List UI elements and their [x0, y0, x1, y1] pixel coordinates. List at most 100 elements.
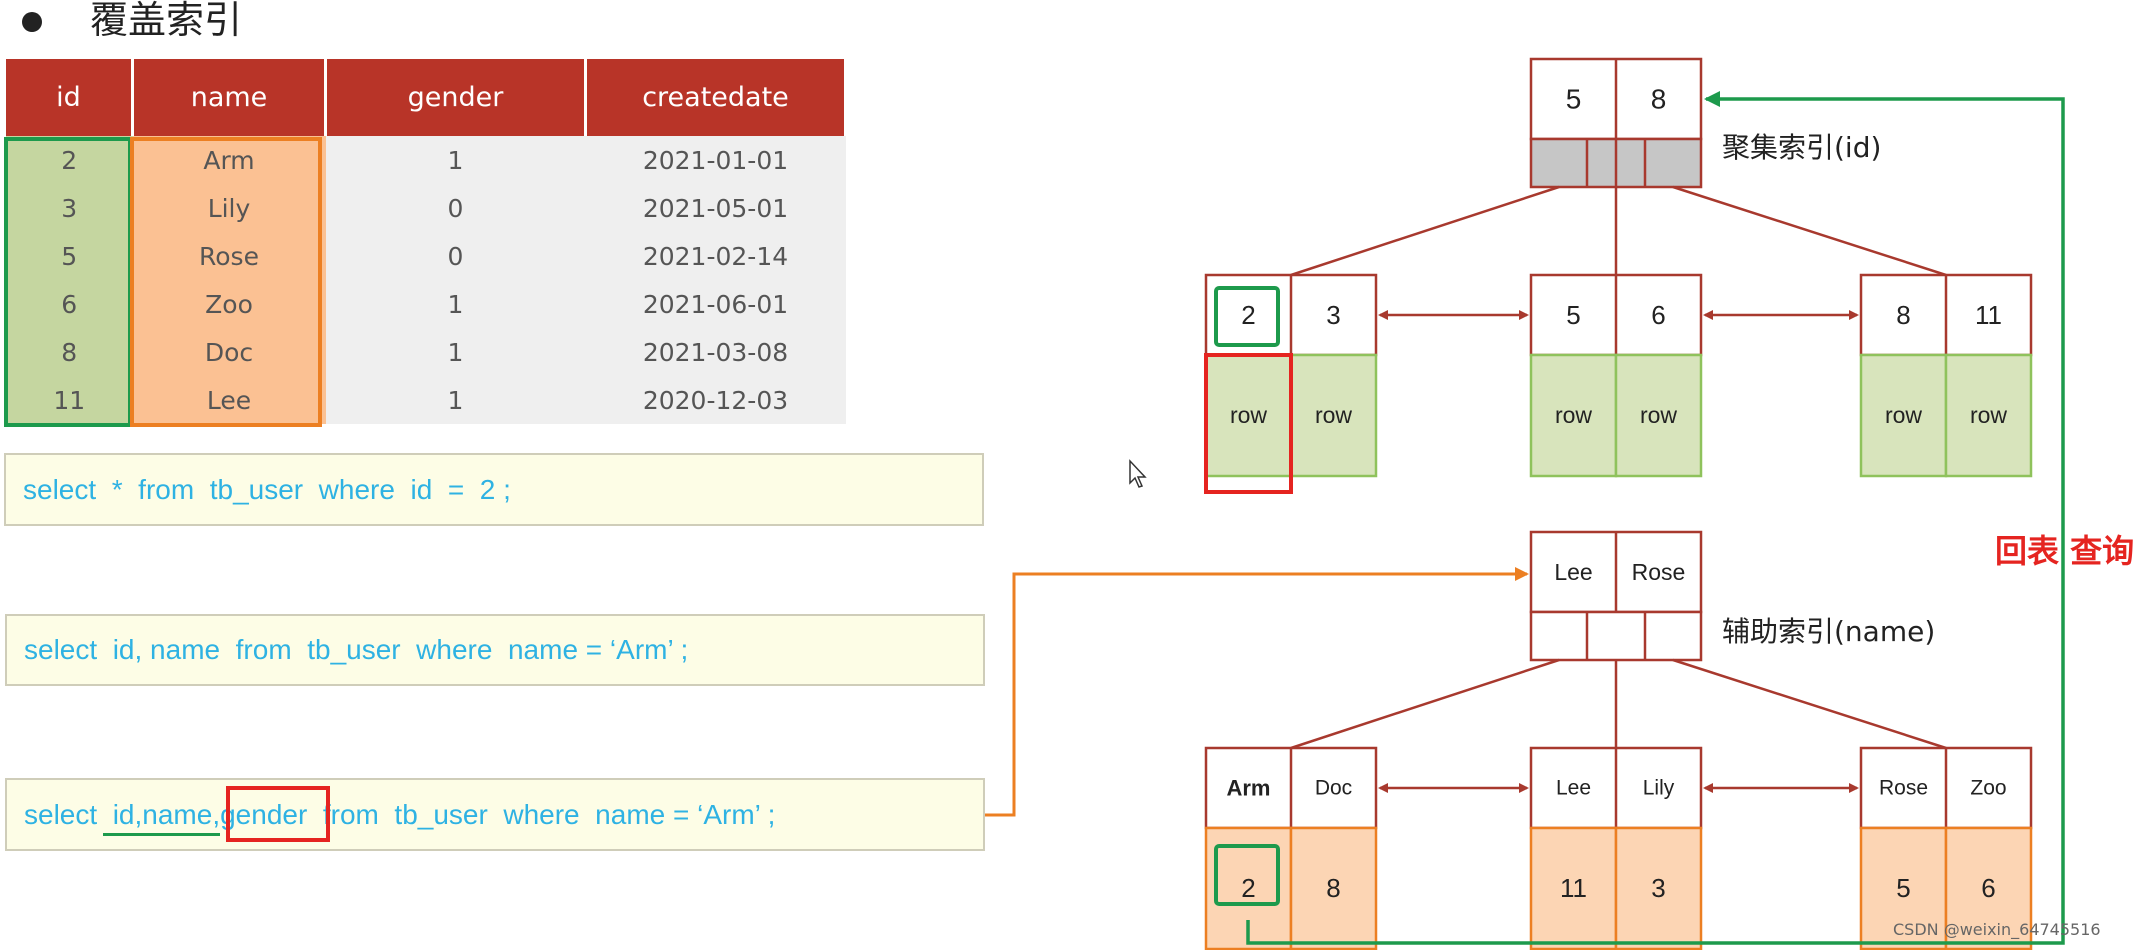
table-cell: Arm [132, 136, 326, 184]
fetched-row-highlight [1204, 353, 1293, 494]
table-cell: 2 [6, 136, 133, 184]
table-row: 2 Arm 1 2021-01-01 [6, 136, 846, 184]
table-cell: Lee [132, 376, 326, 424]
sql-query-1-text: select * from tb_user where id = 2 ; [23, 473, 511, 505]
primary-key-value: 6 [1981, 873, 1995, 903]
row-data-cell [1944, 353, 2033, 478]
tree-edge [1672, 658, 1947, 750]
table-cell: Doc [132, 328, 326, 376]
row-data-label: row [1315, 402, 1352, 428]
sql-query-3-prefix: select [24, 798, 113, 830]
matched-id-highlight [1214, 844, 1280, 906]
root-key: 5 [1566, 84, 1582, 115]
primary-key-value: 8 [1326, 873, 1340, 903]
sql-query-3-suffix: from tb_user where name = ‘Arm’ ; [307, 798, 776, 830]
column-header: id [6, 59, 134, 136]
leaf-key: 11 [1975, 300, 2002, 330]
column-header: gender [325, 59, 587, 136]
leaf-key: 2 [1241, 300, 1255, 330]
primary-key-cell [1529, 826, 1618, 950]
leaf-key: Zoo [1970, 777, 2006, 800]
root-key: 8 [1651, 84, 1667, 115]
row-data-cell [1859, 353, 1948, 478]
table-cell: Lily [132, 184, 326, 232]
table-cell: 2021-06-01 [585, 280, 846, 328]
leaf-key: Lee [1556, 777, 1591, 800]
column-header: createdate [585, 59, 847, 136]
table-cell: 0 [325, 232, 586, 280]
clustered-index-label: 聚集索引(id) [1722, 131, 1882, 164]
root-key: Lee [1554, 559, 1592, 585]
id-name-underline [103, 833, 220, 836]
leaf-key: 8 [1896, 300, 1910, 330]
cursor-icon [1129, 459, 1147, 488]
tree-edge [1672, 185, 1947, 277]
sql-query-2: select id, name from tb_user where name … [5, 614, 985, 686]
matched-key-highlight [1214, 286, 1280, 347]
row-data-cell [1289, 353, 1378, 478]
primary-key-value: 3 [1651, 873, 1665, 903]
table-row: 5 Rose 0 2021-02-14 [6, 232, 846, 280]
watermark: CSDN @weixin_64745516 [1893, 920, 2101, 939]
root-key: Rose [1632, 559, 1686, 585]
root-node-pointer-row [1529, 610, 1703, 662]
primary-key-value: 2 [1241, 873, 1255, 903]
row-data-label: row [1970, 402, 2007, 428]
row-data-label: row [1555, 402, 1592, 428]
tree-edge [1290, 185, 1560, 277]
table-cell: 8 [6, 328, 133, 376]
query-to-index-arrow [985, 567, 1529, 817]
leaf-key: 5 [1566, 300, 1580, 330]
row-data-cell [1614, 353, 1703, 478]
leaf-key: Rose [1879, 777, 1928, 800]
gender-highlight-box [226, 786, 330, 842]
table-cell: Rose [132, 232, 326, 280]
back-to-table-query-label: 回表 查询 [1995, 532, 2135, 570]
table-cell: 1 [325, 376, 586, 424]
leaf-key: 3 [1326, 300, 1340, 330]
primary-key-cell [1859, 826, 1948, 950]
leaf-key: Arm [1226, 776, 1270, 801]
row-data-label: row [1640, 402, 1677, 428]
table-cell: 2021-03-08 [585, 328, 846, 376]
sql-query-3-id-name: id,name [112, 798, 213, 830]
table-cell: 6 [6, 280, 133, 328]
secondary-index-label: 辅助索引(name) [1722, 615, 1936, 648]
primary-key-cell [1289, 826, 1378, 950]
table-row: 8 Doc 1 2021-03-08 [6, 328, 846, 376]
table-cell: 1 [325, 136, 586, 184]
sql-query-3: select id,name,gender from tb_user where… [5, 778, 985, 851]
table-cell: 1 [325, 328, 586, 376]
name-column-highlight [130, 137, 322, 427]
table-cell: 2021-02-14 [585, 232, 846, 280]
primary-key-cell [1614, 826, 1703, 950]
table-cell: 2021-05-01 [585, 184, 846, 232]
table-cell: 5 [6, 232, 133, 280]
primary-key-cell [1944, 826, 2033, 950]
table-header-row: id name gender createdate [6, 59, 847, 136]
sql-query-1: select * from tb_user where id = 2 ; [4, 453, 984, 526]
row-data-label: row [1230, 402, 1267, 428]
row-data-label: row [1885, 402, 1922, 428]
page-title: 覆盖索引 [90, 0, 243, 42]
table-row: 6 Zoo 1 2021-06-01 [6, 280, 846, 328]
table-cell: Zoo [132, 280, 326, 328]
leaf-key: Lily [1643, 777, 1675, 800]
bullet-icon [22, 12, 42, 32]
tree-edge [1290, 658, 1560, 750]
back-to-table-arrow [1246, 91, 2065, 945]
table-cell: 1 [325, 280, 586, 328]
sql-query-3-comma: , [212, 798, 221, 830]
table-cell: 2021-01-01 [585, 136, 846, 184]
leaf-key: Doc [1315, 777, 1352, 800]
primary-key-value: 5 [1896, 873, 1910, 903]
sql-query-3-gender: gender [220, 798, 308, 830]
column-header: name [132, 59, 327, 136]
table-cell: 2020-12-03 [585, 376, 846, 424]
leaf-key: 6 [1651, 300, 1665, 330]
primary-key-value: 11 [1560, 873, 1587, 903]
table-cell: 0 [325, 184, 586, 232]
table-cell: 11 [6, 376, 133, 424]
user-table: id name gender createdate 2 Arm 1 2021-0… [6, 59, 847, 424]
